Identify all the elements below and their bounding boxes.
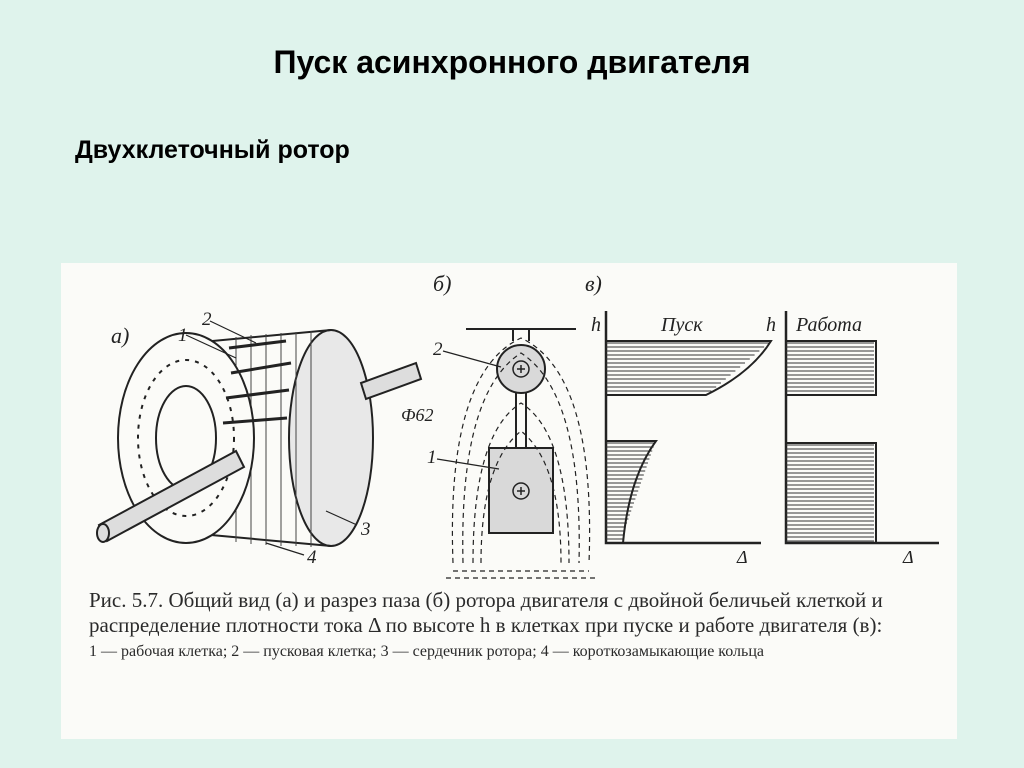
caption-main: Рис. 5.7. Общий вид (а) и разрез паза (б…: [89, 588, 883, 637]
slot-callout-1: 1: [427, 447, 437, 468]
callout-4: 4: [307, 547, 317, 568]
graph-work-title: Работа: [795, 314, 862, 336]
rotor-callouts: 1 2 3 4 Ф62: [178, 309, 433, 568]
slide-title: Пуск асинхронного двигателя: [273, 44, 751, 80]
flux-label: Ф62: [401, 405, 433, 425]
callout-1: 1: [178, 325, 188, 346]
figure-scan: а): [61, 263, 957, 739]
callout-3: 3: [360, 519, 371, 540]
panel-c-label: в): [585, 271, 602, 296]
slot-section: [446, 328, 596, 579]
graph-work-x-axis: Δ: [902, 547, 914, 567]
slot-callout-2: 2: [433, 339, 443, 360]
graph-start-y-axis: h: [591, 314, 601, 336]
graph-work-y-axis: h: [766, 314, 776, 336]
figure-caption: Рис. 5.7. Общий вид (а) и разрез паза (б…: [89, 588, 939, 662]
panel-a-label: а): [111, 323, 129, 348]
slide-subtitle: Двухклеточный ротор: [75, 136, 350, 164]
caption-legend: 1 — рабочая клетка; 2 — пусковая клетка;…: [89, 643, 764, 660]
rotor-diagram: а): [96, 271, 939, 579]
graph-start-title: Пуск: [660, 314, 703, 336]
graph-start-x-axis: Δ: [736, 547, 748, 567]
rotor-core: [117, 329, 374, 547]
graph-work: h Работа Δ: [766, 311, 939, 567]
callout-2: 2: [202, 309, 212, 330]
rotor-shaft: [96, 361, 423, 543]
panel-b-label: б): [433, 271, 451, 296]
graph-start: h Пуск Δ: [591, 311, 773, 567]
